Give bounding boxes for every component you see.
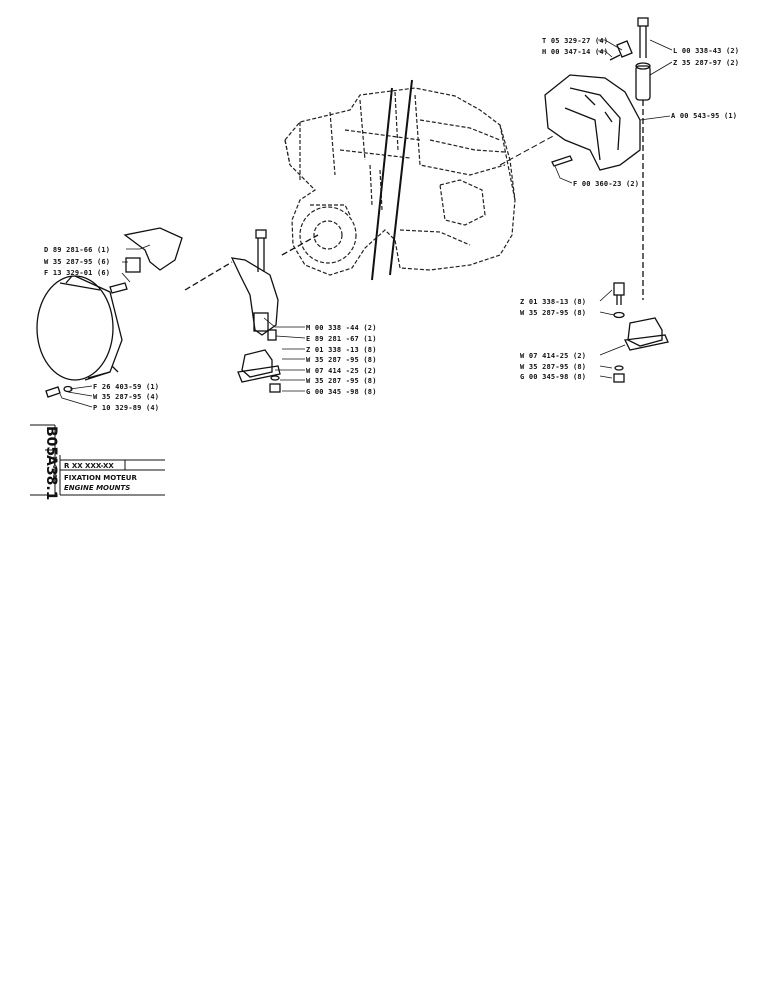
leader-lines [59,39,673,408]
middle-bracket-assembly [184,229,319,393]
part-label-f26403: F 26 403-59 (1) [93,383,159,391]
part-label-e89281: E 89 281 -67 (1) [306,335,377,343]
part-label-m00338: M 00 338 -44 (2) [306,324,377,332]
title-block: B05 A38.1 16-02-85 R XX XXX-XX FIXATION … [30,424,165,500]
date: 16-02-85 [51,456,57,482]
engine-frame-lines [371,79,413,281]
part-label-z35287-97: Z 35 287-97 (2) [673,59,739,67]
part-label-w35287-right: W 35 287-95 (8) [520,309,586,317]
part-label-p10329: P 10 329-89 (4) [93,404,159,412]
title-french: FIXATION MOTEUR [64,474,137,482]
round-cover [36,227,183,398]
part-label-l00338: L 00 338-43 (2) [673,47,739,55]
right-bracket-assembly [544,17,669,383]
part-label-z01338-mid: Z 01 338 -13 (8) [306,346,377,354]
part-label-t05329: T 05 329-27 (4) [542,37,608,45]
part-label-g00345: G 00 345 -98 (8) [306,388,377,396]
part-label-h00347: H 00 347-14 (4) [542,48,608,56]
part-label-z01338-right: Z 01 338-13 (8) [520,298,586,306]
part-label-d89281: D 89 281-66 (1) [44,246,110,254]
center-line [499,134,556,166]
part-label-w35287-6: W 35 287-95 (6) [44,258,110,266]
part-label-w35287-4: W 35 287-95 (4) [93,393,159,401]
part-label-f13329: F 13 329-01 (6) [44,269,110,277]
part-label-f00360: F 00 360-23 (2) [573,180,639,188]
serial-range: R XX XXX-XX [64,462,114,470]
title-english: ENGINE MOUNTS [64,484,130,492]
part-label-w07414-right: W 07 414-25 (2) [520,352,586,360]
code-group: B05 [43,426,59,456]
code-page: A38.1 [43,455,59,500]
part-label-w35287-mid2: W 35 287 -95 (8) [306,377,377,385]
engine-block [284,87,516,276]
part-label-a00543: A 00 543-95 (1) [671,112,737,120]
part-labels: T 05 329-27 (4) H 00 347-14 (4) L 00 338… [44,37,739,412]
part-label-w07414-mid: W 07 414 -25 (2) [306,367,377,375]
part-label-w35287-right2: W 35 287-95 (8) [520,363,586,371]
part-label-g00345-right: G 00 345-98 (8) [520,373,586,381]
part-label-w35287-mid: W 35 287 -95 (8) [306,356,377,364]
